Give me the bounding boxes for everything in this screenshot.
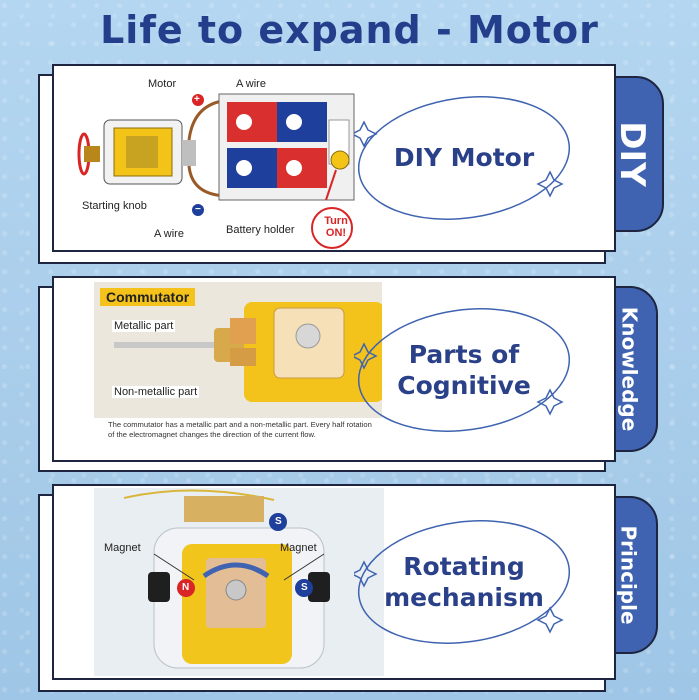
page-title: Life to expand - Motor (100, 8, 599, 52)
panel-card: Commutator Metallic part Non-metallic pa… (52, 276, 616, 462)
label-non-metallic: Non-metallic part (112, 386, 200, 398)
label-line: Parts of (408, 339, 520, 369)
label-line: Cognitive (397, 371, 531, 400)
pole-s-top: S (275, 516, 282, 527)
label-wire-top: A wire (236, 78, 266, 90)
label-starting-knob: Starting knob (82, 200, 147, 212)
panel-card: Magnet Magnet S N S Rotating mechanism (52, 484, 616, 680)
pole-n: N (182, 582, 190, 593)
tab-label: DIY (612, 121, 652, 187)
label-minus: − (195, 204, 201, 215)
label-line: mechanism (384, 583, 544, 612)
label-plus: + (194, 94, 200, 105)
panel-principle: Principle Magnet Magnet (0, 484, 699, 694)
label-magnet-right: Magnet (280, 542, 317, 554)
rotating-photo (94, 488, 384, 676)
label-parts-of-cognitive: Parts of Cognitive (354, 300, 574, 440)
label-wire-bottom: A wire (154, 228, 184, 240)
commutator-tag: Commutator (100, 288, 196, 306)
label-metallic: Metallic part (112, 320, 176, 332)
label-turn-on: Turn ON! (324, 215, 348, 240)
tab-label: Principle (617, 525, 641, 625)
panel-knowledge: Knowledge Commutator Metallic part Non-m… (0, 276, 699, 472)
pole-s-right: S (301, 582, 308, 593)
label-rotating-mechanism: Rotating mechanism (354, 512, 574, 652)
label-line: Rotating (403, 551, 525, 581)
motor-diagram (64, 70, 364, 250)
label-diy-motor: DIY Motor (354, 88, 574, 228)
commutator-caption: The commutator has a metallic part and a… (108, 420, 372, 439)
panel-card: Motor A wire Starting knob A wire Batter… (52, 64, 616, 252)
label-motor: Motor (148, 78, 177, 90)
label-magnet-left: Magnet (104, 542, 141, 554)
label-line: DIY Motor (393, 143, 535, 173)
label-battery-holder: Battery holder (226, 224, 295, 236)
panel-diy: DIY (0, 64, 699, 264)
tab-label: Knowledge (617, 306, 642, 432)
